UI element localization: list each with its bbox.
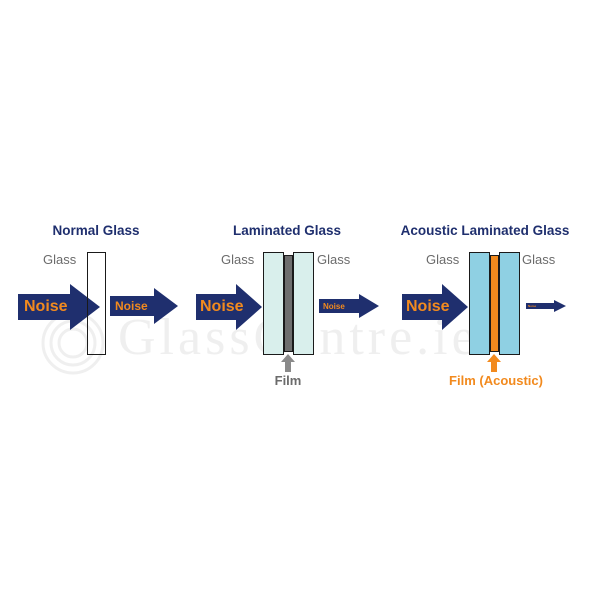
noise-out-label-laminated: Noise [323, 301, 345, 311]
acoustic-glass-right-pane [499, 252, 520, 355]
acoustic-glass-right-label: Glass [522, 252, 556, 267]
noise-out-arrow-acoustic: Noise [526, 300, 566, 312]
noise-in-label-acoustic: Noise [406, 298, 450, 315]
laminated-glass-title: Laminated Glass [232, 223, 342, 238]
noise-in-label-normal: Noise [24, 298, 68, 315]
acoustic-glass-left-label: Glass [426, 252, 460, 267]
noise-in-arrow-acoustic: Noise [402, 284, 468, 330]
film-pointer-arrow [281, 354, 295, 372]
laminated-glass-right-pane [293, 252, 314, 355]
normal-glass-label: Glass [43, 252, 77, 267]
acoustic-film [490, 255, 499, 352]
noise-out-arrow-normal: Noise [110, 288, 178, 324]
noise-out-label-acoustic: Noise [528, 304, 537, 308]
noise-out-label-normal: Noise [115, 299, 148, 313]
normal-glass-title: Normal Glass [52, 223, 140, 238]
film-label: Film [274, 373, 302, 388]
normal-glass-pane [87, 252, 106, 355]
laminated-film [284, 255, 293, 352]
acoustic-laminated-glass-title: Acoustic Laminated Glass [400, 223, 570, 238]
laminated-glass-right-label: Glass [317, 252, 351, 267]
laminated-glass-left-pane [263, 252, 284, 355]
laminated-glass-left-label: Glass [221, 252, 255, 267]
noise-in-arrow-normal: Noise [18, 284, 100, 330]
acoustic-film-pointer-arrow [487, 354, 501, 372]
noise-out-arrow-laminated: Noise [319, 294, 379, 318]
noise-in-arrow-laminated: Noise [196, 284, 262, 330]
acoustic-film-label: Film (Acoustic) [449, 373, 543, 388]
noise-in-label-laminated: Noise [200, 298, 244, 315]
acoustic-glass-left-pane [469, 252, 490, 355]
